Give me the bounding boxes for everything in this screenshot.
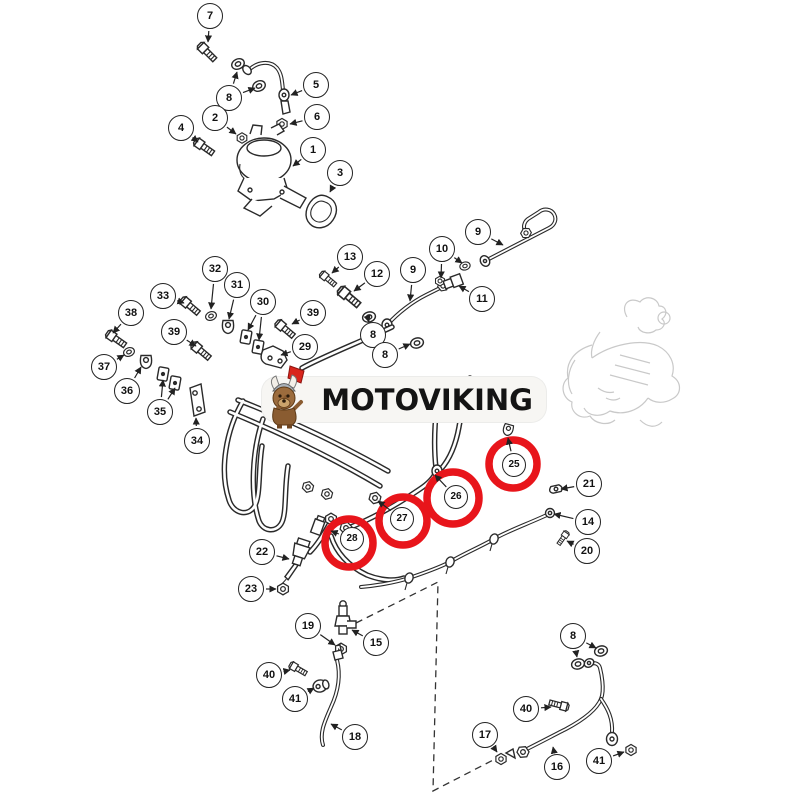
leader-arrow-21 xyxy=(560,484,575,492)
leader-arrow-8 xyxy=(572,649,580,658)
leader-arrow-15 xyxy=(351,629,364,637)
leader-arrow-7 xyxy=(204,30,213,43)
leader-arrow-30 xyxy=(247,314,257,331)
leader-arrow-1 xyxy=(292,158,302,167)
leader-arrow-31 xyxy=(227,299,235,320)
leader-arrow-32 xyxy=(208,283,216,310)
leader-arrow-4 xyxy=(190,135,199,143)
dashed-reference-lines xyxy=(355,580,500,793)
leader-arrow-8 xyxy=(398,343,411,350)
leader-arrow-40 xyxy=(540,703,552,712)
highlight-ring-25 xyxy=(485,436,541,492)
leader-arrow-17 xyxy=(490,744,498,753)
leader-arrow-28 xyxy=(330,529,340,537)
motoviking-watermark: MOTOVIKING xyxy=(262,377,546,422)
leader-arrow-13 xyxy=(331,265,340,274)
leader-arrow-39 xyxy=(186,339,197,347)
leader-arrow-18 xyxy=(330,723,343,731)
watermark-text: MOTOVIKING xyxy=(321,382,533,417)
leader-arrow-11 xyxy=(458,285,470,293)
leader-arrow-41 xyxy=(612,750,625,758)
leader-arrow-20 xyxy=(566,540,575,548)
leader-arrow-38 xyxy=(112,323,122,334)
return-pipe-group xyxy=(495,643,637,766)
leader-arrow-29 xyxy=(280,349,291,357)
leader-arrow-8 xyxy=(231,71,239,84)
leader-arrow-3 xyxy=(329,184,337,193)
viking-dog-with-axe-icon xyxy=(270,365,305,429)
leader-arrow-35 xyxy=(158,379,166,398)
leader-arrow-30 xyxy=(256,316,264,341)
leader-arrow-26 xyxy=(434,474,447,488)
leader-arrow-33 xyxy=(176,297,185,305)
leader-arrow-41 xyxy=(306,687,315,695)
leader-arrow-10 xyxy=(437,263,445,279)
leader-arrow-2 xyxy=(226,126,237,135)
leader-arrow-40 xyxy=(282,668,291,676)
leader-arrow-10 xyxy=(453,256,463,264)
leader-arrow-9 xyxy=(407,284,415,302)
leader-arrow-14 xyxy=(553,512,574,520)
highlight-ring-27 xyxy=(375,493,431,549)
leader-arrow-19 xyxy=(319,634,336,646)
leader-arrow-9 xyxy=(491,238,504,246)
leader-arrow-8 xyxy=(586,641,597,649)
leader-arrow-35 xyxy=(167,387,176,400)
leader-arrow-27 xyxy=(377,500,392,512)
leader-arrow-5 xyxy=(290,89,303,96)
leader-arrow-39 xyxy=(291,317,300,325)
leader-arrow-6 xyxy=(289,118,303,126)
highlight-ring-26 xyxy=(423,468,483,528)
leader-arrow-12 xyxy=(353,282,366,292)
leader-arrow-37 xyxy=(116,354,125,362)
leader-arrow-36 xyxy=(134,366,142,379)
leader-arrow-16 xyxy=(550,746,558,755)
engine-sketch xyxy=(562,297,681,427)
highlight-ring-28 xyxy=(321,515,377,571)
leader-arrow-8 xyxy=(242,87,256,94)
injector-drain-group xyxy=(276,514,357,747)
leak-off-line-group xyxy=(359,484,571,591)
leader-arrow-22 xyxy=(276,553,290,561)
leader-arrow-25 xyxy=(505,437,513,452)
fuel-pump-group xyxy=(191,40,338,229)
